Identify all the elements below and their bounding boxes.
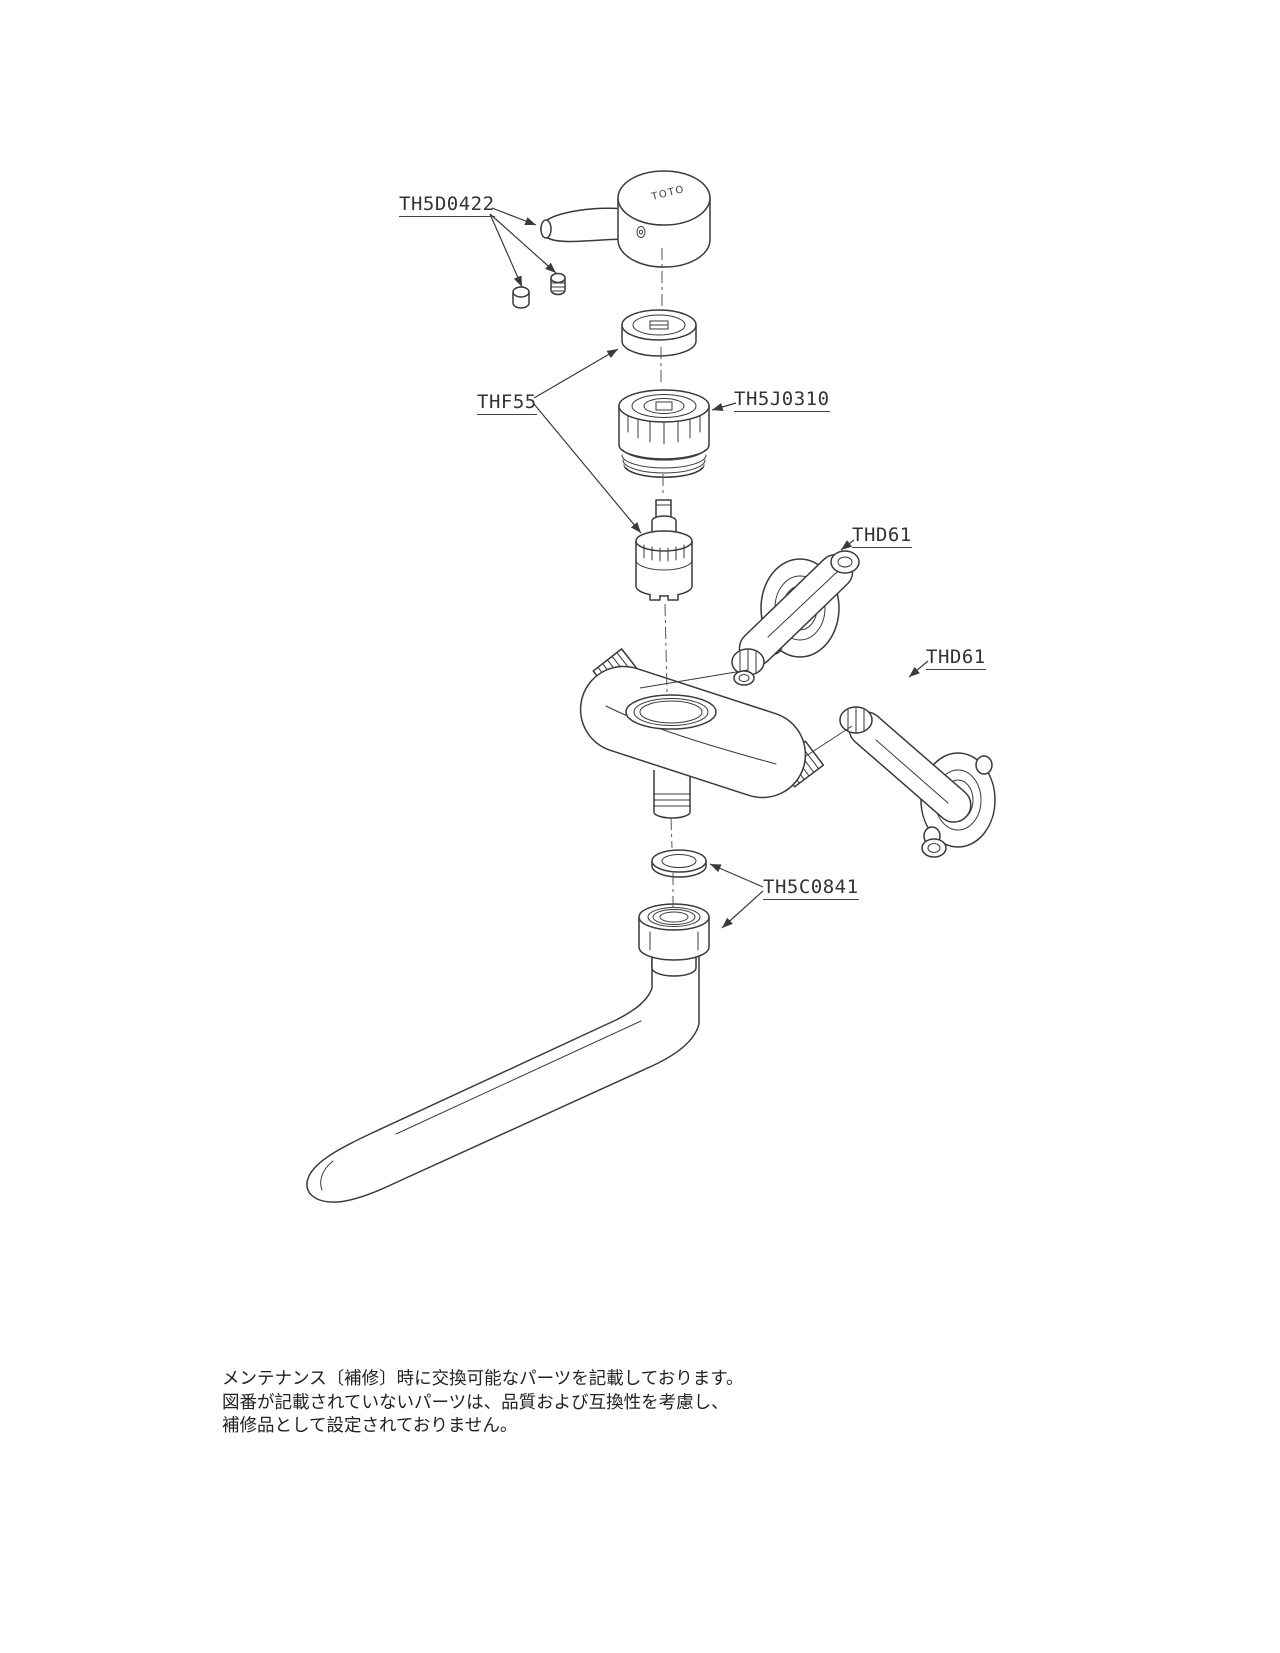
handle-lever-part: TOTO xyxy=(540,170,711,268)
cartridge-part xyxy=(635,499,693,601)
part-label-handle: TH5D0422 xyxy=(399,193,495,217)
center-axis-lines xyxy=(660,248,674,912)
maintenance-note-line-2: 図番が記載されていないパーツは、品質および互換性を考慮し、 xyxy=(222,1392,729,1413)
handle-screw-parts xyxy=(512,272,566,309)
part-label-valve-parts: THF55 xyxy=(477,391,537,415)
maintenance-note-line-1: メンテナンス〔補修〕時に交換可能なパーツを記載しております。 xyxy=(222,1369,744,1389)
spout-part xyxy=(306,949,700,1203)
part-label-leg-upper: THD61 xyxy=(852,524,912,548)
part-label-spout-joint: TH5C0841 xyxy=(763,876,859,900)
faucet-body-part xyxy=(579,648,825,819)
maintenance-note-line-3: 補修品として設定されておりません。 xyxy=(222,1416,518,1436)
spout-nut-part xyxy=(638,903,710,977)
ring-nut-part xyxy=(618,389,710,479)
part-label-ring-nut: TH5J0310 xyxy=(734,388,830,412)
inlet-leg-upper-part xyxy=(731,550,860,686)
valve-cap-part xyxy=(621,309,697,357)
spout-seal-part xyxy=(651,849,707,878)
leader-lines xyxy=(489,207,929,929)
maintenance-note: メンテナンス〔補修〕時に交換可能なパーツを記載しております。 図番が記載されてい… xyxy=(222,1368,842,1439)
inlet-leg-lower-part xyxy=(839,706,996,858)
leg-assembly-axis-lines xyxy=(639,669,853,757)
part-label-leg-lower: THD61 xyxy=(926,646,986,670)
